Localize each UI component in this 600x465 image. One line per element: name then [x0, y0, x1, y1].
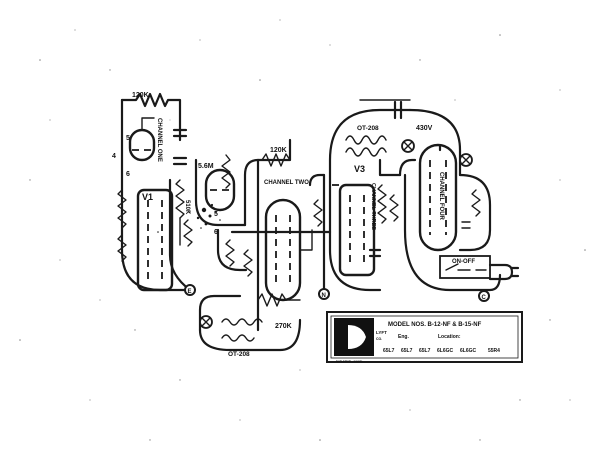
plate-tube-4: 6L6GC [437, 348, 454, 354]
schematic-labels: 120K 120K 5.6M 510K 270K 430V OT-208 OT-… [112, 92, 487, 358]
label-5-6m: 5.6M [198, 163, 214, 170]
label-channel-two: CHANNEL TWO [264, 180, 309, 186]
label-pin-5a: 5 [126, 135, 130, 142]
tube-ch4-power [418, 143, 458, 252]
tube-v3 [338, 183, 376, 277]
letter-y-circuit [194, 154, 302, 352]
label-node-c: C [482, 295, 487, 301]
plate-tube-6: 55R4 [488, 348, 500, 354]
tube-ch2-triode [204, 168, 236, 212]
label-v1: V1 [142, 192, 153, 202]
node-e-terminal [184, 284, 196, 296]
label-channel-four: CHANNEL FOUR [438, 172, 444, 221]
label-430v: 430V [416, 125, 433, 132]
power-plug-icon [488, 263, 514, 281]
label-on-off: ON-OFF [452, 259, 475, 265]
label-node-n: N [322, 293, 326, 299]
tube-ch1-triode [128, 128, 156, 162]
node-c-terminal [478, 290, 490, 302]
label-510k: 510K [184, 200, 190, 215]
label-ot208-a: OT-208 [357, 125, 379, 132]
label-pin-6b: 6 [214, 229, 218, 236]
plate-tube-3: 65L7 [419, 348, 431, 354]
model-nameplate: LYFT CO. SAN FRAN., CALIF. MODEL NOS. B-… [326, 311, 523, 363]
letter-l-circuit [117, 92, 196, 296]
label-270k: 270K [275, 323, 292, 330]
brand-city: SAN FRAN., CALIF. [336, 359, 363, 363]
plate-tube-2: 65L7 [401, 348, 413, 354]
label-pin-6a: 6 [126, 171, 130, 178]
letter-f-circuit [230, 138, 332, 332]
label-pin-5b: 5 [214, 211, 218, 218]
label-pin-4: 4 [112, 153, 116, 160]
tube-v1 [136, 188, 174, 292]
plate-eng: Eng. [398, 334, 409, 340]
label-v3: V3 [354, 164, 365, 174]
label-channel-one: CHANNEL ONE [156, 118, 162, 162]
plate-tube-1: 65L7 [383, 348, 395, 354]
label-120k-a: 120K [132, 92, 149, 99]
label-node-e: E [188, 289, 192, 295]
label-channel-three: CHANNEL THREE [370, 183, 376, 230]
letter-e-circuit [398, 108, 520, 302]
plate-location: Location: [438, 334, 461, 340]
brand-sub: CO. [376, 337, 382, 341]
plate-model: MODEL NOS. B-12-NF & B-15-NF [388, 322, 482, 328]
plate-tube-5: 6L6GC [460, 348, 477, 354]
label-ot208-b: OT-208 [228, 351, 250, 358]
letter-t-circuit [328, 99, 412, 292]
tube-ch2-power [264, 198, 302, 302]
brand-name: LYFT [376, 330, 387, 335]
label-120k-b: 120K [270, 147, 287, 154]
node-n-terminal [318, 288, 330, 300]
on-off-switch[interactable] [439, 255, 491, 279]
speckle-texture [19, 19, 586, 441]
